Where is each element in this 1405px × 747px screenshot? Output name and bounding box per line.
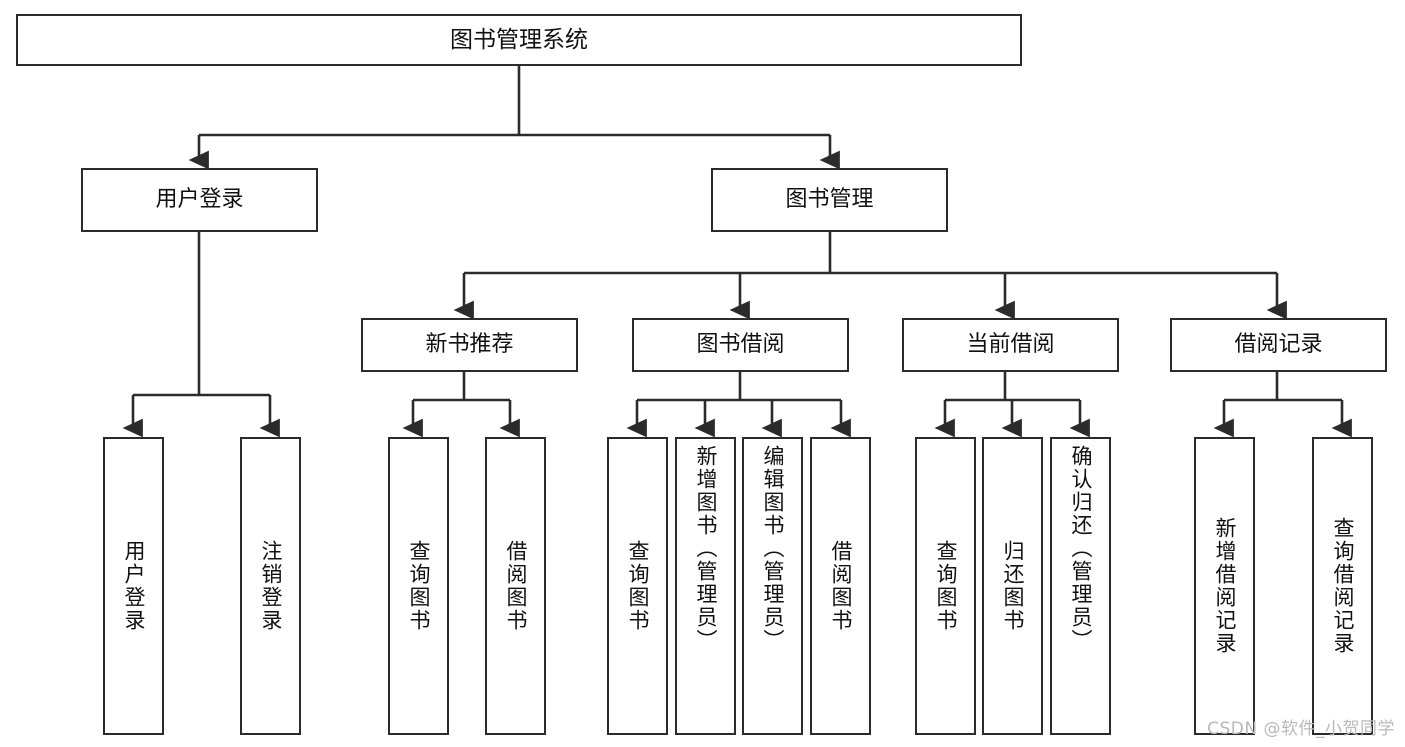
node-book-management[interactable]: 图书管理 <box>711 168 948 232</box>
node-new-book-recommend[interactable]: 新书推荐 <box>361 318 578 372</box>
node-current-borrow[interactable]: 当前借阅 <box>902 318 1119 372</box>
leaf-borrow-book-recommend[interactable]: 借阅图书 <box>485 437 546 735</box>
leaf-confirm-return[interactable]: 确认归还（管理员） <box>1050 437 1111 735</box>
leaf-query-borrow-record[interactable]: 查询借阅记录 <box>1312 437 1373 735</box>
node-label: 新增图书（管理员） <box>694 445 718 652</box>
leaf-query-book-borrow[interactable]: 查询图书 <box>607 437 668 735</box>
leaf-add-book[interactable]: 新增图书（管理员） <box>675 437 736 735</box>
node-label: 借阅记录 <box>1234 332 1323 358</box>
leaf-query-book-current[interactable]: 查询图书 <box>915 437 976 735</box>
node-label: 新增借阅记录 <box>1213 517 1237 655</box>
leaf-add-borrow-record[interactable]: 新增借阅记录 <box>1194 437 1255 735</box>
leaf-query-book-recommend[interactable]: 查询图书 <box>388 437 449 735</box>
node-label: 查询图书 <box>407 540 431 632</box>
leaf-return-book[interactable]: 归还图书 <box>982 437 1043 735</box>
leaf-borrow-book[interactable]: 借阅图书 <box>810 437 871 735</box>
node-label: 查询借阅记录 <box>1331 517 1355 655</box>
node-label: 确认归还（管理员） <box>1069 445 1093 652</box>
leaf-user-login[interactable]: 用户登录 <box>103 437 164 735</box>
node-book-borrow[interactable]: 图书借阅 <box>632 318 849 372</box>
node-label: 借阅图书 <box>504 540 528 632</box>
node-label: 注销登录 <box>259 540 283 632</box>
node-label: 借阅图书 <box>829 540 853 632</box>
csdn-watermark: CSDN @软件_小贺同学 <box>1207 719 1395 739</box>
node-label: 用户登录 <box>155 187 244 213</box>
node-user-login[interactable]: 用户登录 <box>81 168 318 232</box>
node-borrow-record[interactable]: 借阅记录 <box>1170 318 1387 372</box>
node-label: 图书管理系统 <box>450 26 588 53</box>
node-root-book-management-system[interactable]: 图书管理系统 <box>16 14 1022 66</box>
leaf-edit-book[interactable]: 编辑图书（管理员） <box>742 437 803 735</box>
leaf-user-logout[interactable]: 注销登录 <box>240 437 301 735</box>
node-label: 图书管理 <box>785 187 874 213</box>
node-label: 查询图书 <box>934 540 958 632</box>
node-label: 编辑图书（管理员） <box>761 445 785 652</box>
node-label: 图书借阅 <box>696 332 785 358</box>
node-label: 查询图书 <box>626 540 650 632</box>
node-label: 新书推荐 <box>425 332 514 358</box>
node-label: 归还图书 <box>1001 540 1025 632</box>
node-label: 用户登录 <box>122 540 146 632</box>
node-label: 当前借阅 <box>966 332 1055 358</box>
